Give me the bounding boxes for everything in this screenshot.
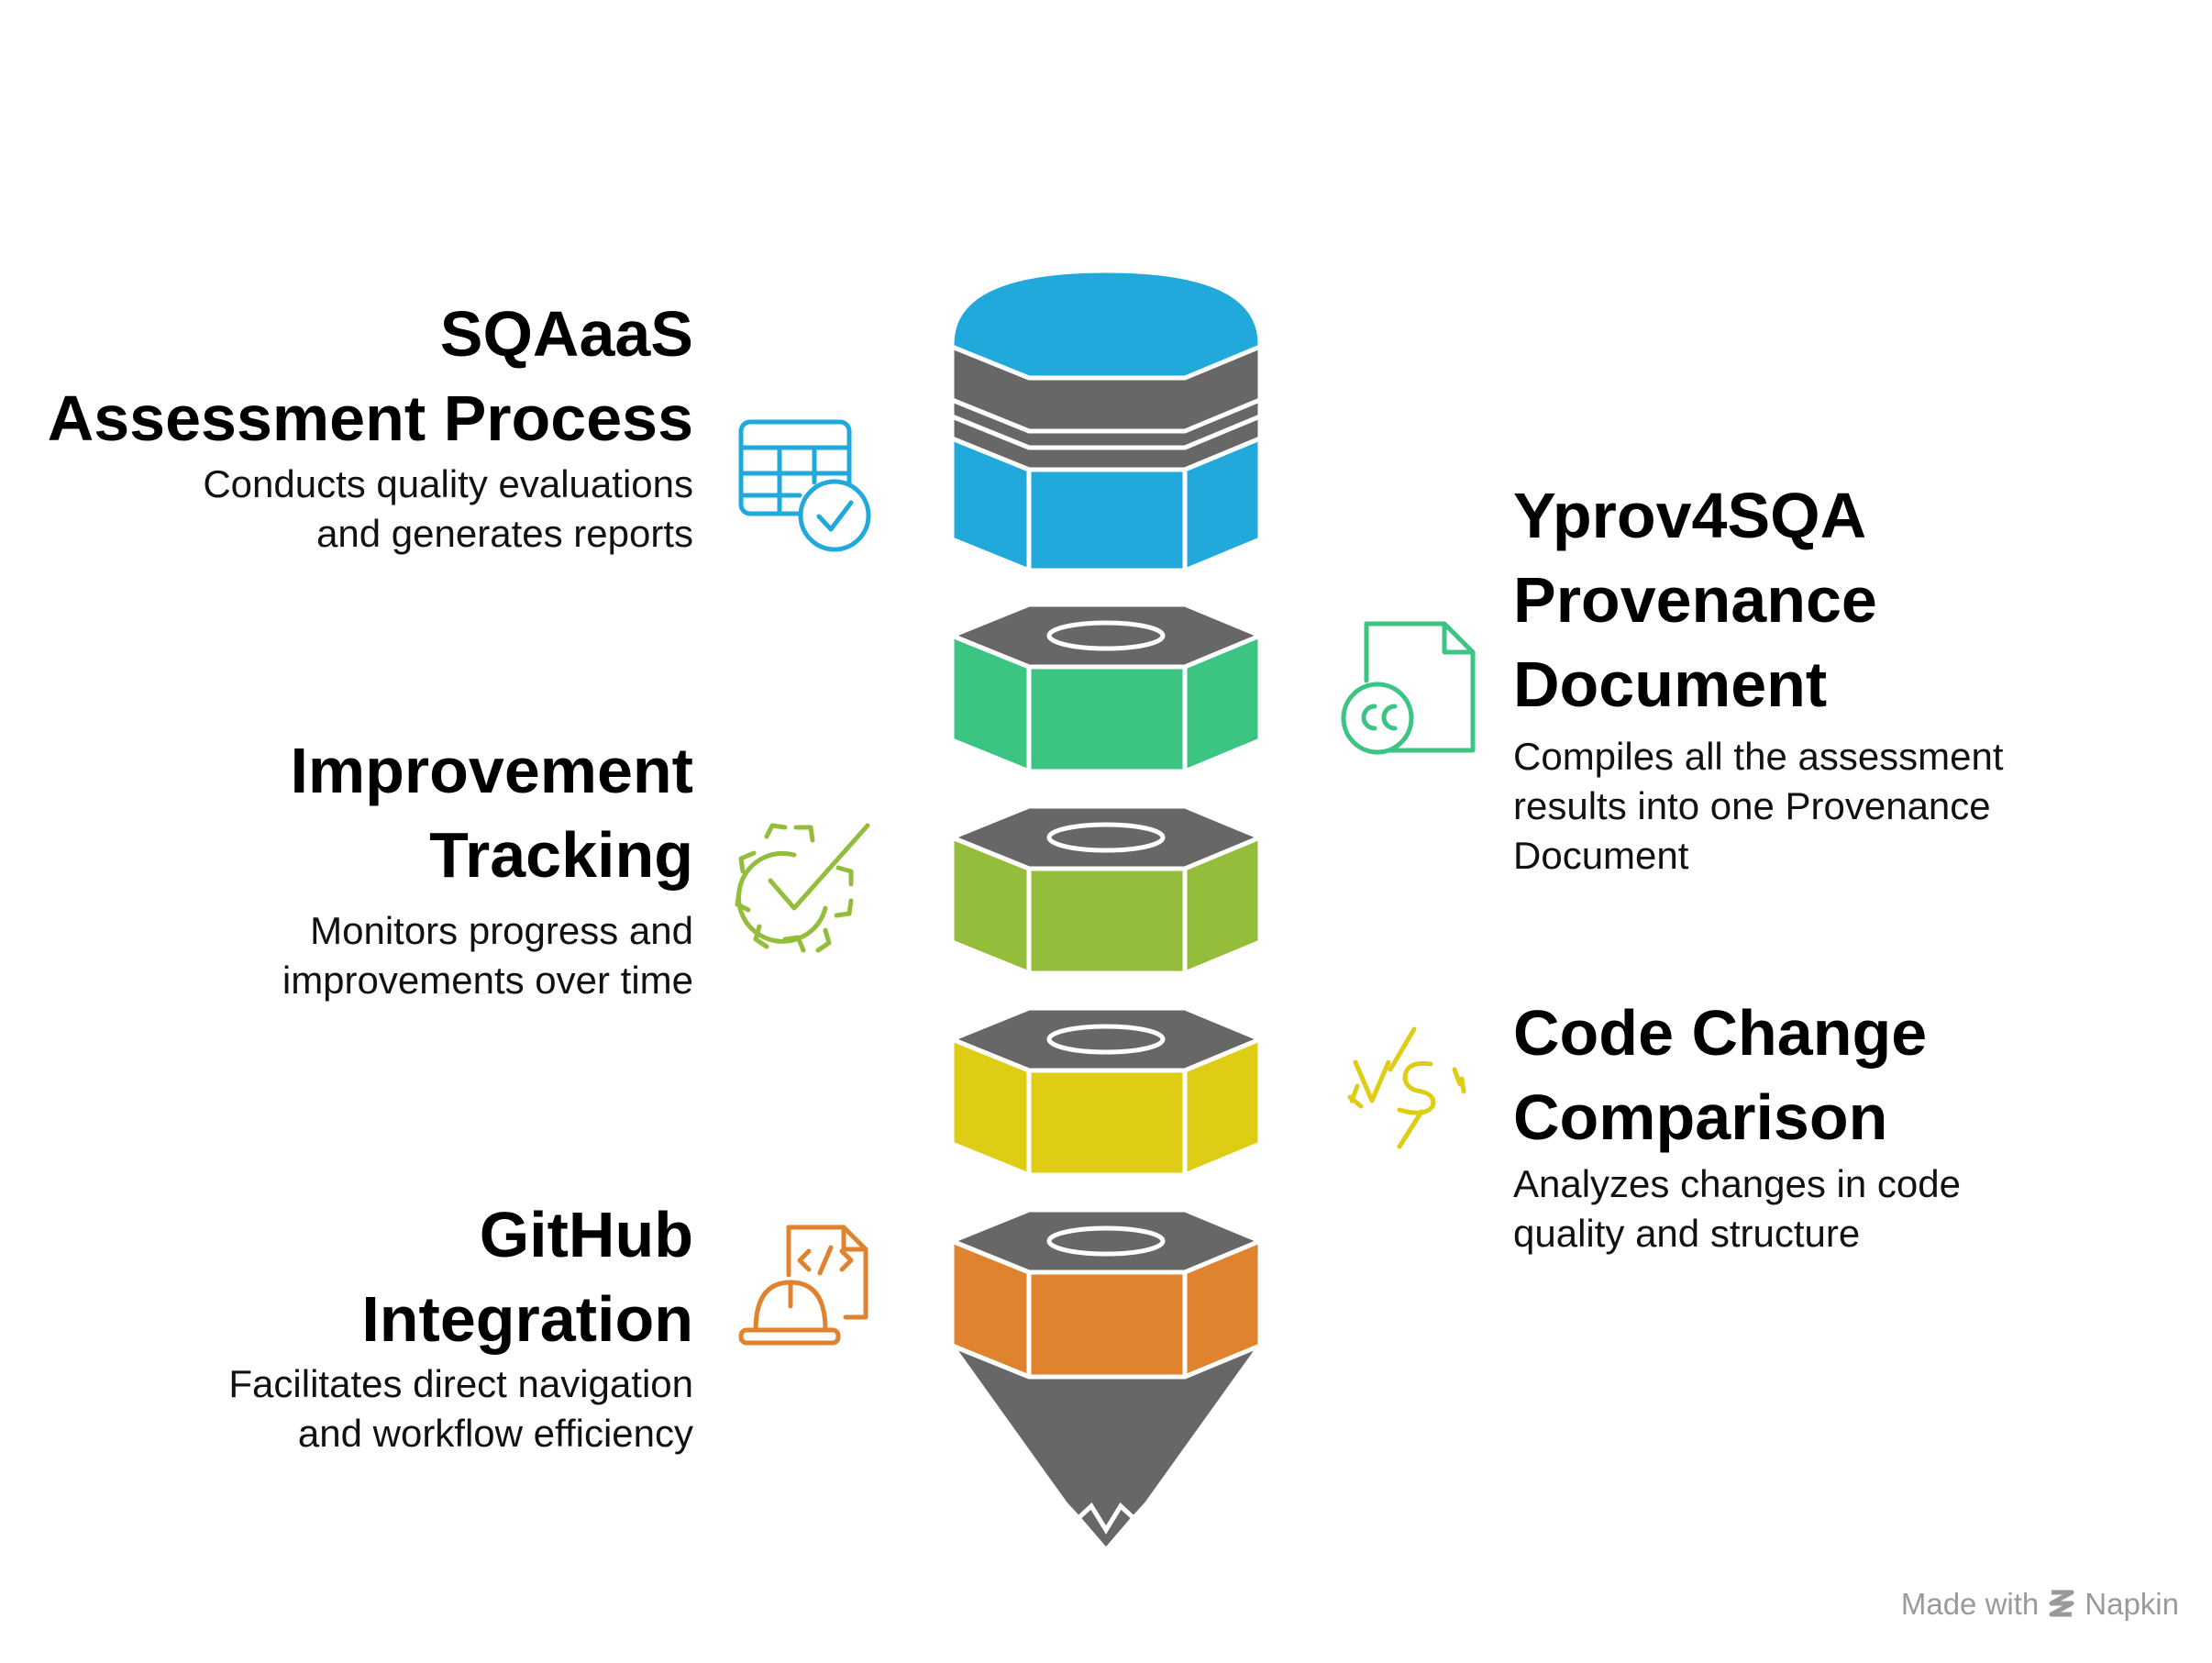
description-line: quality and structure (1513, 1212, 1861, 1255)
title-line: GitHub (479, 1199, 693, 1270)
item-description: Compiles all the assessment results into… (1513, 732, 2004, 881)
pencil-tip (945, 1340, 1267, 1554)
code-hardhat-icon (738, 1225, 868, 1346)
description-line: and generates reports (316, 512, 693, 555)
spreadsheet-check-icon (738, 419, 871, 552)
description-line: Monitors progress and (310, 909, 693, 952)
title-line: SQAaaS (439, 298, 693, 370)
description-line: Conducts quality evaluations (203, 462, 693, 505)
document-cc-icon (1341, 621, 1476, 755)
made-with-napkin[interactable]: Made with Napkin (1901, 1587, 2179, 1622)
title-line: Code Change (1513, 997, 1928, 1069)
segment-code-change (946, 1005, 1266, 1179)
item-title: SQAaaS Assessment Process (48, 292, 693, 460)
item-title: Yprov4SQA Provenance Document (1513, 473, 1877, 726)
item-description: Facilitates direct navigation and workfl… (228, 1359, 693, 1458)
versus-icon (1347, 1026, 1466, 1149)
description-line: Facilitates direct navigation (228, 1362, 693, 1405)
description-line: improvements over time (282, 959, 693, 1002)
segment-improvement (946, 804, 1266, 977)
brand-prefix: Made with (1900, 1587, 2040, 1621)
title-line: Yprov4SQA (1513, 480, 1867, 551)
description-line: Analyzes changes in code (1513, 1162, 1961, 1205)
segment-sqaaas (949, 268, 1263, 574)
item-description: Monitors progress and improvements over … (282, 906, 693, 1005)
gear-check-icon (735, 823, 870, 953)
description-line: Document (1513, 834, 1689, 877)
title-line: Comparison (1513, 1081, 1888, 1153)
title-line: Integration (361, 1283, 693, 1355)
napkin-logo-icon (2049, 1590, 2074, 1617)
segment-yprov4sqa (946, 602, 1266, 775)
title-line: Provenance (1513, 564, 1877, 636)
title-line: Improvement (290, 735, 693, 806)
brand-name: Napkin (2085, 1587, 2179, 1621)
item-title: Code Change Comparison (1513, 991, 1927, 1159)
description-line: Compiles all the assessment (1513, 735, 2004, 778)
title-line: Assessment Process (47, 382, 693, 454)
title-line: Tracking (429, 819, 693, 891)
description-line: and workflow efficiency (297, 1412, 693, 1455)
description-line: results into one Provenance (1513, 784, 1991, 827)
item-title: Improvement Tracking (290, 728, 693, 897)
segment-github (946, 1207, 1266, 1380)
title-line: Document (1513, 649, 1828, 720)
item-description: Analyzes changes in code quality and str… (1513, 1159, 1961, 1258)
item-description: Conducts quality evaluations and generat… (203, 460, 693, 559)
item-title: GitHub Integration (361, 1192, 693, 1361)
